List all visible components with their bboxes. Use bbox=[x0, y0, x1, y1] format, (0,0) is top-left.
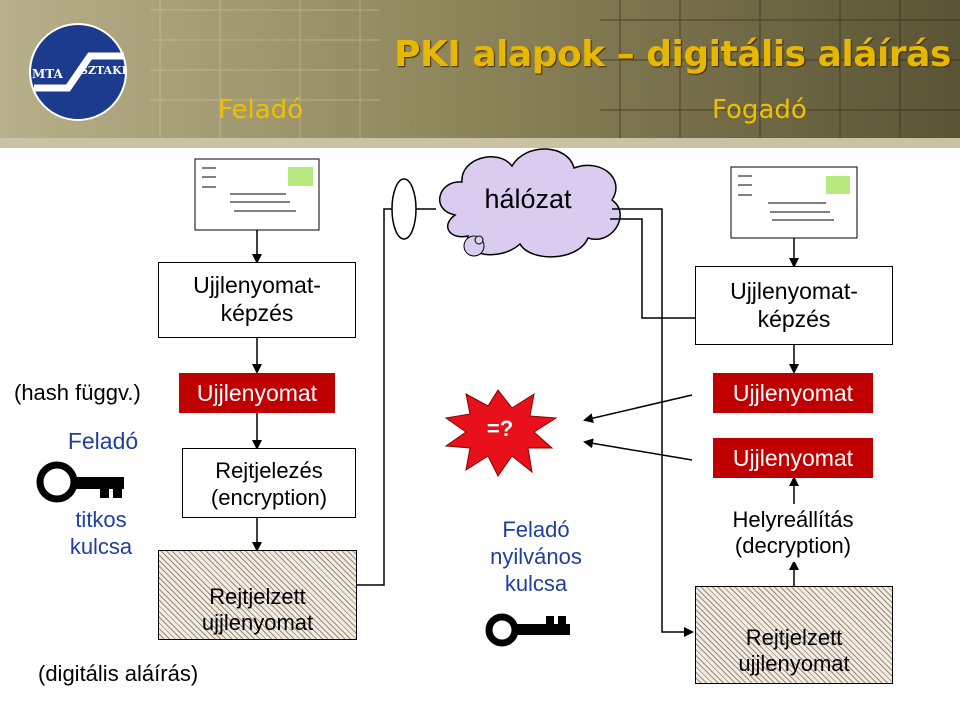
receiver-hash-box: Ujjlenyomat- képzés bbox=[695, 266, 893, 345]
receiver-encrypted-box: Rejtjelzett ujjlenyomat bbox=[695, 586, 893, 684]
compare-label: =? bbox=[486, 416, 514, 441]
encrypt-box: Rejtjelezés (encryption) bbox=[182, 448, 356, 518]
receiver-fingerprint-top: Ujjlenyomat bbox=[713, 373, 873, 413]
network-label: hálózat bbox=[484, 184, 572, 214]
public-key-label: Feladó nyilvános kulcsa bbox=[490, 517, 582, 596]
sender-key-label: titkos kulcsa bbox=[69, 507, 133, 559]
pipe-ellipse bbox=[391, 178, 417, 240]
logo-icon bbox=[29, 23, 127, 121]
page-title: PKI alapok – digitális aláírás bbox=[394, 34, 951, 75]
signature-note: (digitális aláírás) bbox=[38, 661, 199, 686]
public-key-icon bbox=[485, 613, 570, 647]
sender-fingerprint-box: Ujjlenyomat bbox=[179, 373, 335, 413]
logo: MTA SZTAKI bbox=[28, 22, 128, 122]
sender-owner-label: Feladó bbox=[67, 428, 139, 454]
sender-heading: Feladó bbox=[218, 95, 304, 125]
receiver-heading: Fogadó bbox=[712, 95, 807, 125]
sender-document-icon bbox=[194, 158, 320, 231]
starburst-icon bbox=[444, 389, 558, 477]
logo-right-text: SZTAKI bbox=[80, 64, 127, 77]
cloud-icon bbox=[438, 148, 621, 258]
sender-encrypted-box: Rejtjelzett ujjlenyomat bbox=[158, 550, 357, 640]
header-background bbox=[0, 0, 960, 148]
logo-left-text: MTA bbox=[32, 67, 63, 81]
sender-hash-box: Ujjlenyomat- képzés bbox=[158, 262, 356, 338]
hash-note: (hash függv.) bbox=[14, 380, 141, 405]
sender-secret-key-icon bbox=[36, 461, 124, 503]
decrypt-box: Helyreállítás (decryption) bbox=[701, 504, 885, 562]
receiver-fingerprint-mid: Ujjlenyomat bbox=[713, 438, 873, 478]
header-banner: MTA SZTAKI PKI alapok – digitális aláírá… bbox=[0, 0, 960, 148]
receiver-document-icon bbox=[730, 166, 858, 239]
